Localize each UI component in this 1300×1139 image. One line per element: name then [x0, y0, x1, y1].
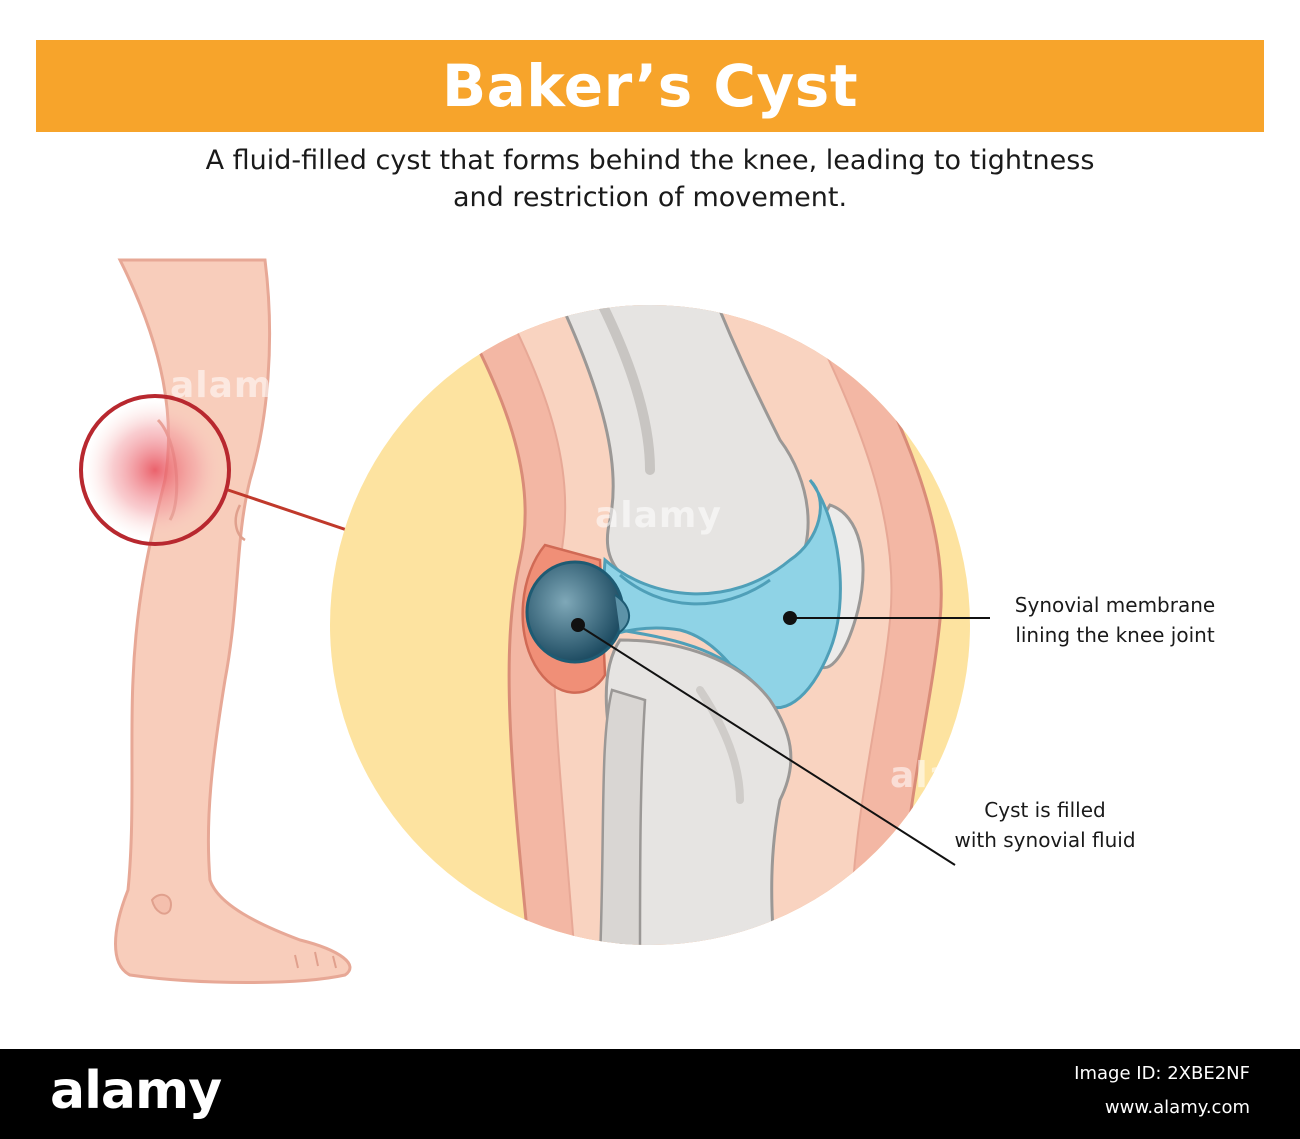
synovial-label-line-2: lining the knee joint: [1015, 623, 1215, 647]
title-banner: Baker’s Cyst: [36, 40, 1264, 132]
subtitle-line-1: A fluid-filled cyst that forms behind th…: [205, 145, 1095, 176]
label-cyst: Cyst is filled with synovial fluid: [920, 795, 1170, 855]
knee-illustration: [79, 258, 990, 984]
knee-anatomy: [427, 305, 943, 945]
subtitle-line-2: and restriction of movement.: [452, 182, 848, 213]
pain-glow: [85, 400, 225, 540]
subtitle: A fluid-filled cyst that forms behind th…: [100, 142, 1200, 216]
cyst-pointer-line: [577, 624, 956, 866]
watermark-2: alamy: [595, 495, 722, 536]
label-synovial-membrane: Synovial membrane lining the knee joint: [990, 590, 1240, 650]
footer-bar: alamy Image ID: 2XBE2NF www.alamy.com: [0, 1049, 1300, 1139]
footer-logo: alamy: [50, 1061, 222, 1121]
pain-ring: [79, 394, 231, 546]
cyst-label-line-2: with synovial fluid: [954, 828, 1136, 852]
cyst-label-line-1: Cyst is filled: [984, 798, 1106, 822]
synovial-label-line-1: Synovial membrane: [1014, 593, 1216, 617]
watermark-3: alamy: [890, 755, 1017, 796]
footer-url[interactable]: www.alamy.com: [1104, 1097, 1250, 1118]
footer-image-id: Image ID: 2XBE2NF: [1074, 1063, 1250, 1084]
watermark-1: alamy: [170, 365, 297, 406]
page-title: Baker’s Cyst: [441, 52, 859, 120]
